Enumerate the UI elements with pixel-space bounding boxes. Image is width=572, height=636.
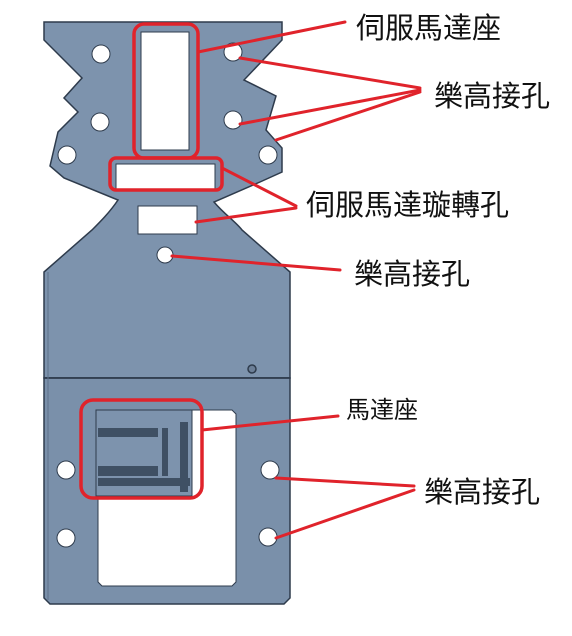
- callout-line: [274, 476, 416, 488]
- callout-line: [238, 88, 422, 126]
- lego-hole: [56, 528, 76, 548]
- label-servo-rotation-hole: 伺服馬達璇轉孔: [306, 188, 510, 222]
- callout-line: [274, 90, 422, 142]
- screw-hole: [247, 364, 257, 374]
- lego-hole: [91, 44, 111, 64]
- motor-slot-top: [98, 428, 158, 437]
- callout-line: [196, 20, 347, 54]
- label-lego-hole-center: 樂高接孔: [354, 257, 471, 291]
- callout-line: [200, 414, 340, 432]
- lego-hole: [156, 246, 174, 264]
- lego-hole: [258, 527, 278, 547]
- center-rect-cutout: [137, 205, 198, 235]
- lego-hole: [258, 145, 278, 165]
- callout-line: [170, 254, 342, 272]
- motor-post: [162, 428, 168, 476]
- lego-hole: [57, 145, 77, 165]
- callout-line: [220, 166, 298, 208]
- motor-bracket-right: [180, 422, 188, 492]
- motor-mount-highlight: [79, 398, 204, 500]
- motor-slot-bottom: [98, 466, 158, 476]
- callout-line: [194, 206, 298, 224]
- lego-hole: [223, 42, 243, 62]
- callout-line: [274, 488, 416, 540]
- callout-line: [238, 56, 422, 90]
- label-servo-mount: 伺服馬達座: [356, 11, 502, 45]
- lego-hole: [260, 460, 280, 480]
- motor-bracket-bottom: [98, 478, 190, 486]
- lego-hole: [90, 112, 110, 132]
- servo-mount-cutout: [140, 31, 190, 151]
- label-lego-holes-bottom: 樂高接孔: [424, 475, 541, 509]
- servo-rotation-highlight: [108, 156, 224, 192]
- label-motor-mount: 馬達座: [346, 396, 418, 424]
- label-lego-holes-top: 樂高接孔: [434, 79, 551, 113]
- servo-rotation-slot: [115, 163, 216, 190]
- lego-hole: [56, 460, 76, 480]
- lego-hole: [223, 110, 243, 130]
